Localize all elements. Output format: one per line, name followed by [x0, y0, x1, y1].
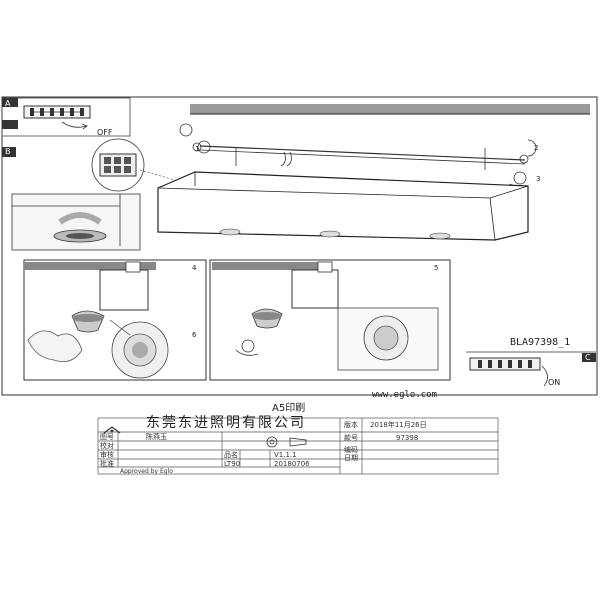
row-label-3: 审核: [100, 451, 114, 459]
terminal-block-detail: [2, 138, 196, 192]
luminaire-body: [157, 171, 529, 241]
step-number-3: 3: [536, 175, 541, 183]
drawing-frame: [1, 96, 598, 396]
right-value-2: 97398: [396, 434, 419, 442]
switch-off-detail: [1, 97, 131, 137]
label-b: B: [5, 147, 11, 156]
model-code: BLA97398_1: [510, 337, 571, 348]
label-c: C: [585, 353, 591, 362]
mid-value-1: V1.1.1: [274, 451, 297, 459]
projection-symbol-icon: [260, 434, 320, 448]
mounting-rail: [192, 142, 529, 170]
right-label-3: 编码: [344, 446, 358, 454]
step-number-1: 1: [195, 145, 200, 153]
screw-left: [179, 123, 211, 154]
right-value-1: 2018年11月26日: [370, 421, 427, 429]
print-size: A5印刷: [272, 403, 306, 414]
right-label-4: 日期: [344, 454, 358, 462]
switch-on-detail: [466, 351, 596, 387]
switch-off-label: OFF: [97, 128, 113, 137]
mid-value-2: 20180706: [274, 460, 310, 468]
step-number-6: 6: [192, 331, 197, 339]
step-panel-right: [209, 259, 451, 381]
switch-on-label: ON: [548, 378, 561, 387]
step-panel-left: [23, 259, 207, 381]
approved-by: Approved by Eglo: [120, 468, 173, 475]
company-name: 东莞东进照明有限公司: [146, 415, 306, 431]
row-label-1: 图号: [100, 433, 114, 441]
screw-right: [509, 139, 537, 191]
label-a: A: [5, 99, 11, 108]
row-label-4: 批准: [100, 460, 114, 468]
company-logo-icon: [102, 420, 122, 434]
row-label-2: 校对: [100, 442, 114, 450]
step-number-4: 4: [192, 264, 197, 272]
row-value-1: 陈燕玉: [146, 433, 167, 441]
spot-detail-inset: [11, 193, 141, 251]
right-label-1: 版本: [344, 421, 358, 429]
title-block-grid: [97, 417, 499, 475]
right-label-2: 款号: [344, 434, 358, 442]
mid-label-2: LT90: [224, 460, 241, 468]
ceiling-hatch: [190, 104, 590, 115]
step-number-5: 5: [434, 264, 439, 272]
website: www.eglo.com: [372, 390, 438, 400]
step-number-2: 2: [534, 144, 539, 152]
mid-label-1: 品名: [224, 451, 238, 459]
